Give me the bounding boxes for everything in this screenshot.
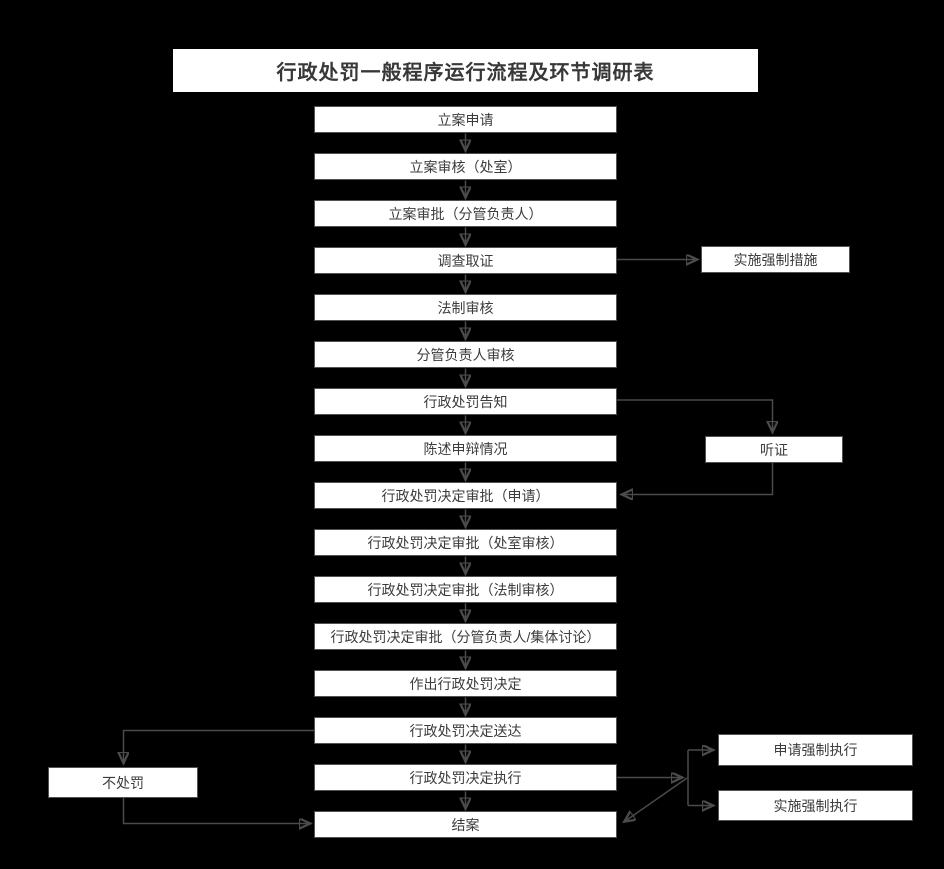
flow-node-compulsory-measures: 实施强制措施 bbox=[701, 246, 850, 273]
flow-node-hearing: 听证 bbox=[705, 436, 843, 463]
flow-node-case-filing-approval: 立案审批（分管负责人） bbox=[314, 200, 617, 227]
connector-delivery-to-no-penalty bbox=[124, 729, 314, 762]
flow-node-case-filing-application: 立案申请 bbox=[314, 106, 617, 133]
flow-node-case-closed: 结案 bbox=[314, 811, 617, 838]
connector-no-penalty-to-case-closed bbox=[122, 798, 309, 824]
flow-node-statement-defense: 陈述申辩情况 bbox=[314, 435, 617, 462]
connector-hearing-to-decision-approval bbox=[624, 463, 774, 495]
flow-node-leader-review: 分管负责人审核 bbox=[314, 341, 617, 368]
diagram-title: 行政处罚一般程序运行流程及环节调研表 bbox=[173, 49, 758, 92]
flow-node-decision-execution: 行政处罚决定执行 bbox=[314, 764, 617, 791]
flow-node-penalty-notification: 行政处罚告知 bbox=[314, 388, 617, 415]
flow-node-make-penalty-decision: 作出行政处罚决定 bbox=[314, 670, 617, 697]
flow-node-no-penalty: 不处罚 bbox=[48, 767, 198, 798]
flow-node-investigation-evidence: 调查取证 bbox=[314, 247, 617, 274]
flow-node-decision-approval-application: 行政处罚决定审批（申请） bbox=[314, 482, 617, 509]
flow-node-decision-delivery: 行政处罚决定送达 bbox=[314, 717, 617, 744]
connector-junction-to-case-closed bbox=[626, 777, 688, 821]
flow-node-implement-compulsory-execution: 实施强制执行 bbox=[718, 790, 913, 821]
flow-node-decision-approval-legal: 行政处罚决定审批（法制审核） bbox=[314, 576, 617, 603]
flow-node-decision-approval-leader-discussion: 行政处罚决定审批（分管负责人/集体讨论） bbox=[314, 623, 617, 650]
flow-node-decision-approval-office: 行政处罚决定审批（处室审核） bbox=[314, 529, 617, 556]
flow-node-legal-review: 法制审核 bbox=[314, 294, 617, 321]
flow-node-apply-compulsory-execution: 申请强制执行 bbox=[718, 734, 913, 766]
connector-notification-to-hearing bbox=[617, 399, 773, 430]
flow-node-case-filing-review: 立案审核（处室） bbox=[314, 153, 617, 180]
